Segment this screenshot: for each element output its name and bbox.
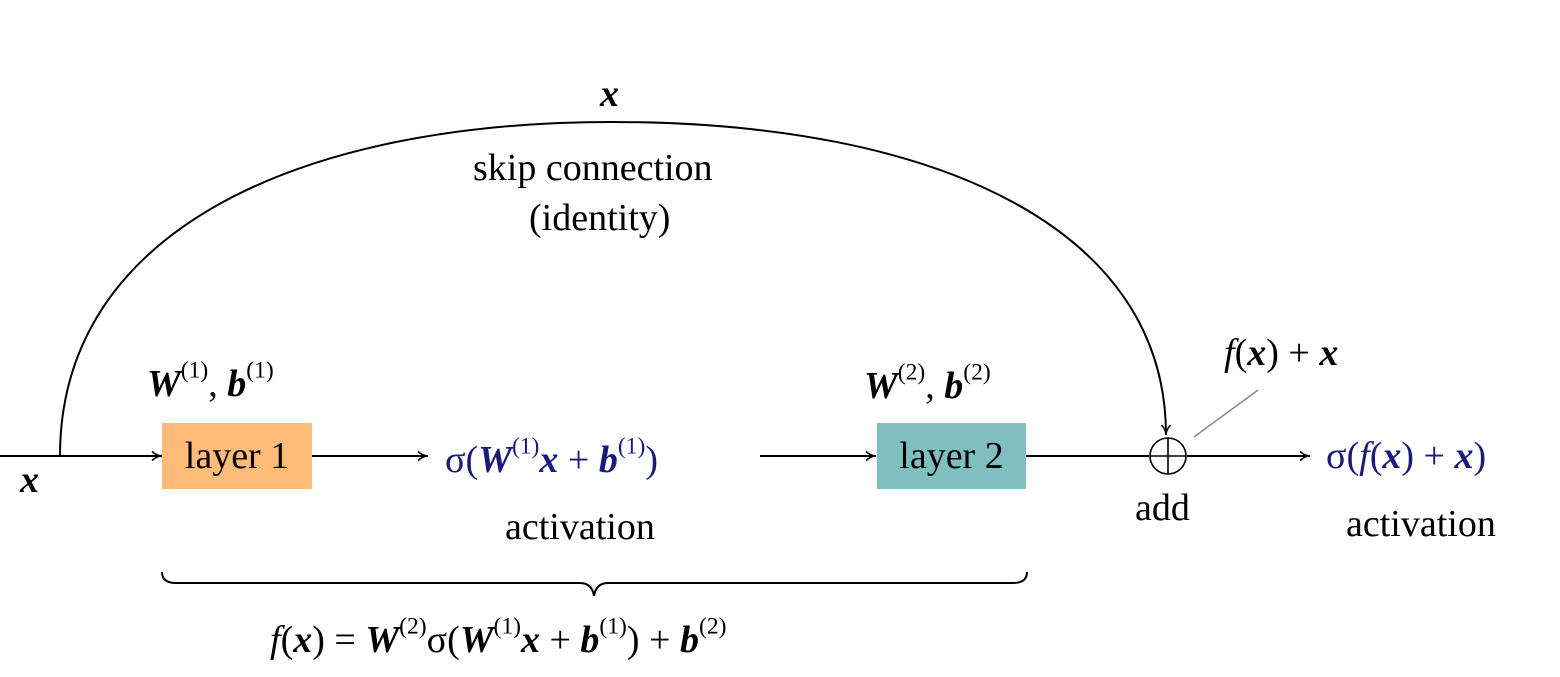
layer1-box [162, 423, 312, 489]
activation1-caption: activation [505, 506, 655, 548]
input-symbol: x [20, 459, 39, 501]
skip-connection-arc [59, 120, 1172, 457]
layer2-label: layer 2 [899, 435, 1004, 477]
layer2-params: W(2), b(2) [864, 359, 991, 407]
activation1-formula: σ(W(1)x + b(1)) [445, 433, 658, 481]
layer1-params: W(1), b(1) [147, 357, 274, 405]
skip-title-line2: (identity) [529, 197, 671, 239]
add-caption: add [1135, 487, 1190, 529]
brace-formula: f(x) = W(2)σ(W(1)x + b(1)) + b(2) [270, 613, 727, 661]
layer1-label: layer 1 [184, 435, 290, 477]
output-formula: σ(f(x) + x) [1326, 435, 1487, 477]
skip-symbol: x [600, 73, 619, 115]
layer2-box [877, 423, 1026, 489]
annotation-pointer [1193, 389, 1259, 438]
skip-title-line1: skip connection [473, 147, 713, 189]
output-caption: activation [1346, 503, 1496, 545]
underbrace [161, 571, 1028, 597]
add-annotation: f(x) + x [1224, 332, 1339, 374]
add-node [1149, 437, 1187, 475]
